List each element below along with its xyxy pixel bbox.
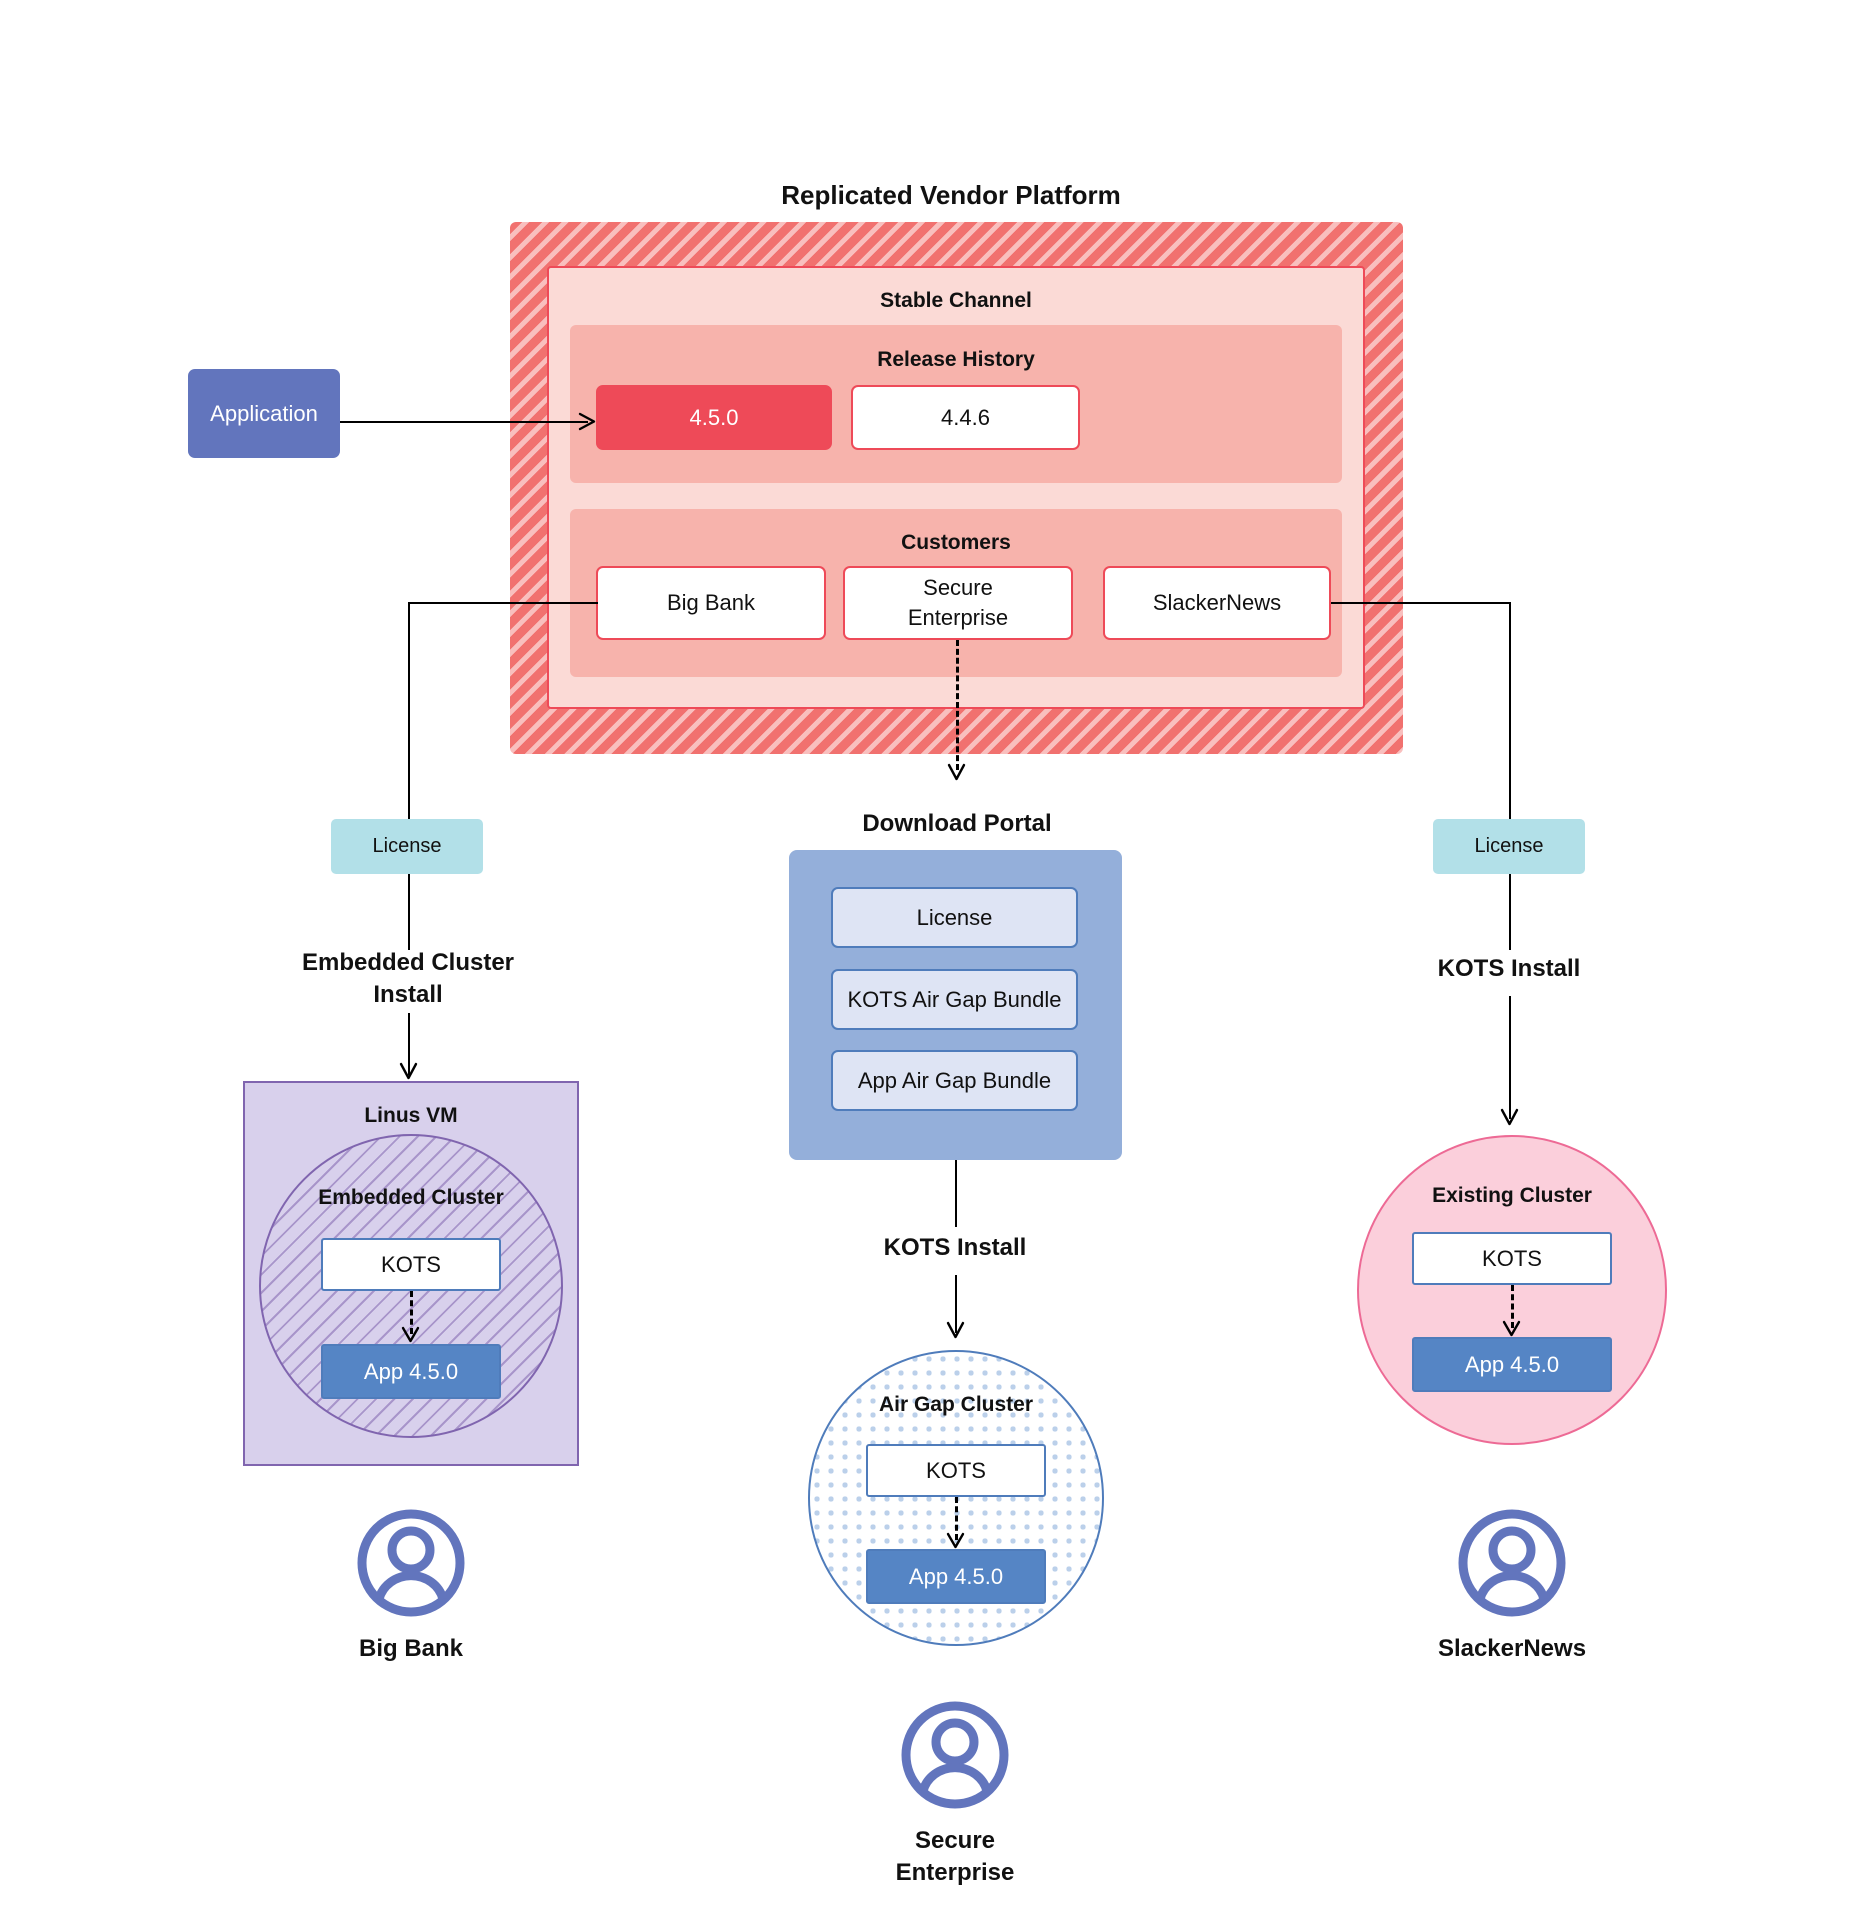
arrowhead-center-to-cluster <box>946 1321 965 1339</box>
license-box-left[interactable]: License <box>331 819 483 874</box>
connector-bigbank-left <box>408 602 598 604</box>
app-version-label: App 4.5.0 <box>908 1563 1004 1589</box>
release-card-active[interactable]: 4.5.0 <box>596 385 832 450</box>
install-label-right: KOTS Install <box>1437 955 1581 982</box>
portal-item-label: KOTS Air Gap Bundle <box>847 986 1062 1012</box>
stable-channel-label: Stable Channel <box>880 289 1032 312</box>
application-box[interactable]: Application <box>188 369 340 458</box>
app-version-label: App 4.5.0 <box>363 1358 459 1384</box>
arrowhead-left-kots-to-app <box>401 1326 420 1343</box>
release-version: 4.5.0 <box>689 404 739 430</box>
connector-left-license-to-install <box>408 874 410 950</box>
release-card[interactable]: 4.4.6 <box>851 385 1080 450</box>
application-label: Application <box>210 400 318 426</box>
download-portal-title: Download Portal <box>862 810 1052 837</box>
customer-label-line1: Secure <box>914 1826 996 1854</box>
connector-right-kots-to-app <box>1511 1285 1514 1328</box>
customers-label: Customers <box>901 531 1011 554</box>
connector-left-install-to-vm <box>408 1013 410 1075</box>
customer-label-secure-enterprise: Secure Enterprise <box>805 1822 1105 1892</box>
license-label: License <box>372 835 442 857</box>
kots-label: KOTS <box>381 1251 441 1277</box>
portal-item-license[interactable]: License <box>831 887 1078 948</box>
connector-right-license-to-install <box>1509 874 1511 950</box>
connector-slackernews-down <box>1509 602 1511 819</box>
license-label: License <box>1474 835 1544 857</box>
connector-right-install-to-cluster <box>1509 996 1511 1119</box>
arrowhead-right-to-cluster <box>1500 1108 1519 1126</box>
connector-secure-enterprise-to-portal <box>956 640 959 770</box>
portal-item-label: App Air Gap Bundle <box>857 1067 1052 1093</box>
app-version-box-center[interactable]: App 4.5.0 <box>866 1549 1046 1604</box>
arrowhead-application-to-release <box>578 412 596 431</box>
kots-box-left[interactable]: KOTS <box>321 1238 501 1291</box>
linus-vm-label: Linus VM <box>364 1104 458 1127</box>
release-history-label: Release History <box>877 348 1035 371</box>
install-label-left: Embedded Cluster Install <box>258 948 558 1010</box>
arrowhead-center-kots-to-app <box>946 1532 965 1549</box>
arrowhead-right-kots-to-app <box>1502 1320 1521 1337</box>
customer-name: Big Bank <box>666 590 756 615</box>
license-box-right[interactable]: License <box>1433 819 1585 874</box>
avatar-icon-slackernews <box>1458 1509 1566 1617</box>
app-version-label: App 4.5.0 <box>1464 1351 1560 1377</box>
customer-label-line2: Enterprise <box>895 1859 1015 1886</box>
avatar-icon-secure-enterprise <box>901 1701 1009 1809</box>
portal-item-app-air-gap-bundle[interactable]: App Air Gap Bundle <box>831 1050 1078 1111</box>
kots-box-center[interactable]: KOTS <box>866 1444 1046 1497</box>
customer-card-slackernews[interactable]: SlackerNews <box>1103 566 1331 640</box>
app-version-box-right[interactable]: App 4.5.0 <box>1412 1337 1612 1392</box>
kots-label: KOTS <box>1482 1245 1542 1271</box>
portal-item-label: License <box>916 904 993 930</box>
install-label-line2: Install <box>373 981 443 1008</box>
avatar-icon-big-bank <box>357 1509 465 1617</box>
install-label-center: KOTS Install <box>883 1234 1027 1261</box>
release-version: 4.4.6 <box>941 404 990 430</box>
app-version-box-left[interactable]: App 4.5.0 <box>321 1344 501 1399</box>
kots-label: KOTS <box>926 1457 986 1483</box>
arrowhead-to-download-portal <box>947 763 966 781</box>
embedded-cluster-label: Embedded Cluster <box>318 1186 504 1209</box>
connector-application-to-release <box>340 421 588 423</box>
connector-slackernews-right <box>1331 602 1511 604</box>
connector-center-kots-to-app <box>955 1497 958 1540</box>
customer-name: SlackerNews <box>1152 590 1282 615</box>
portal-item-kots-air-gap-bundle[interactable]: KOTS Air Gap Bundle <box>831 969 1078 1030</box>
kots-box-right[interactable]: KOTS <box>1412 1232 1612 1285</box>
connector-left-kots-to-app <box>410 1291 413 1334</box>
customer-card-big-bank[interactable]: Big Bank <box>596 566 826 640</box>
customer-label-slackernews: SlackerNews <box>1437 1635 1587 1662</box>
existing-cluster-label: Existing Cluster <box>1432 1184 1592 1207</box>
diagram-title: Replicated Vendor Platform <box>781 179 1121 210</box>
connector-bigbank-down <box>408 602 410 819</box>
customer-label-big-bank: Big Bank <box>358 1635 463 1662</box>
connector-portal-to-install <box>955 1160 957 1227</box>
install-label-line1: Embedded Cluster <box>301 948 515 976</box>
arrowhead-left-to-vm <box>399 1062 418 1080</box>
air-gap-cluster-label: Air Gap Cluster <box>878 1393 1034 1416</box>
connector-center-install-to-cluster <box>955 1275 957 1333</box>
